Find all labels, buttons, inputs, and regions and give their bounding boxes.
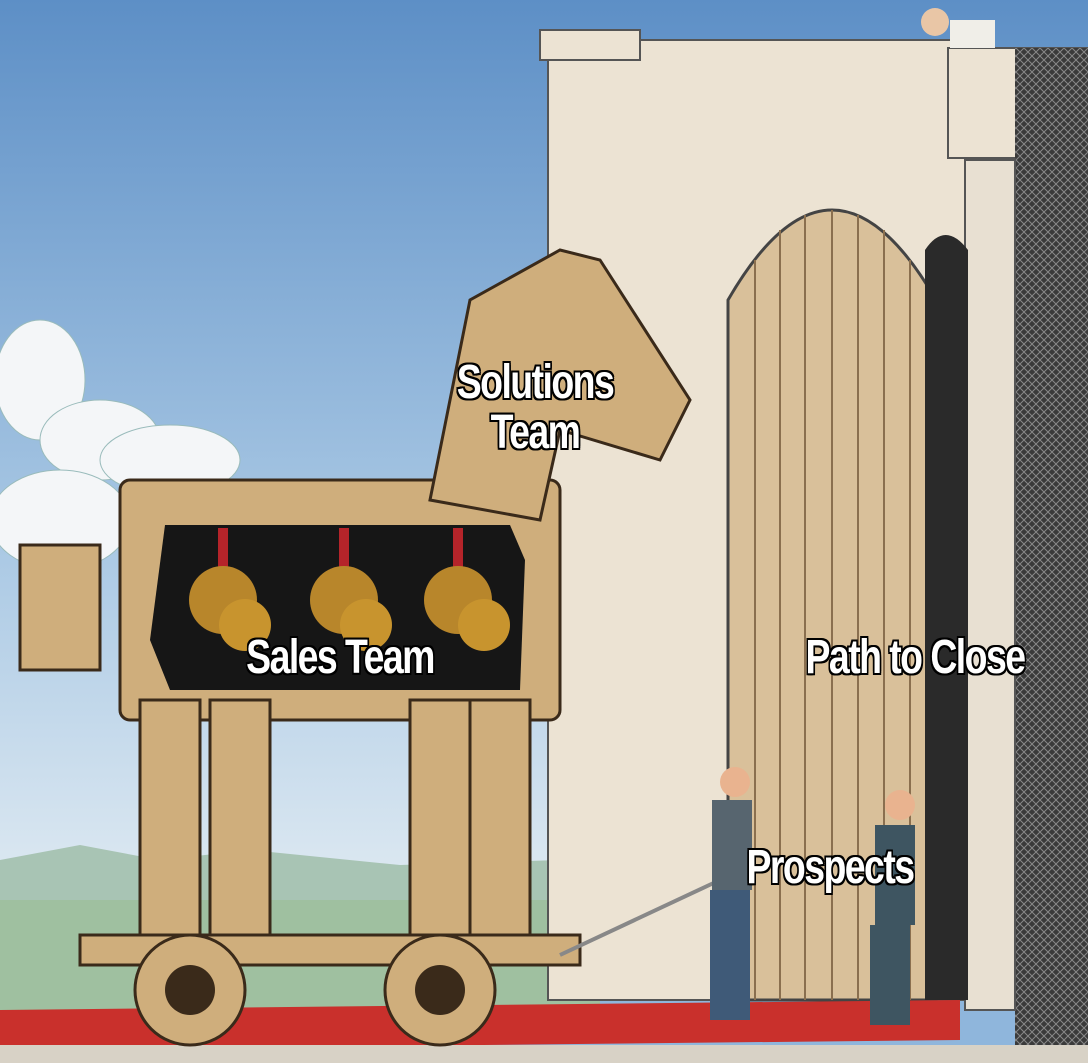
gate-pillar (964, 159, 1016, 1011)
lookout-figure (921, 8, 949, 36)
floor (0, 1045, 1088, 1063)
castle-battlement (539, 29, 641, 61)
caption-solutions-team: Solutions Team (426, 358, 644, 458)
caption-path-to-close: Path to Close (805, 631, 1027, 684)
prospects-people (710, 767, 915, 1025)
caption-solutions-line2: Team (490, 406, 581, 459)
caption-prospects: Prospects (746, 841, 915, 894)
soldier-2 (310, 528, 392, 651)
gate-opening (925, 235, 968, 1000)
caption-sales-team: Sales Team (246, 631, 435, 684)
tower-mesh (1015, 48, 1088, 1063)
soldier-1 (189, 528, 271, 651)
soldiers (189, 528, 510, 651)
rope (559, 878, 721, 957)
caption-solutions-line1: Solutions (456, 356, 615, 409)
soldier-3 (424, 528, 510, 651)
